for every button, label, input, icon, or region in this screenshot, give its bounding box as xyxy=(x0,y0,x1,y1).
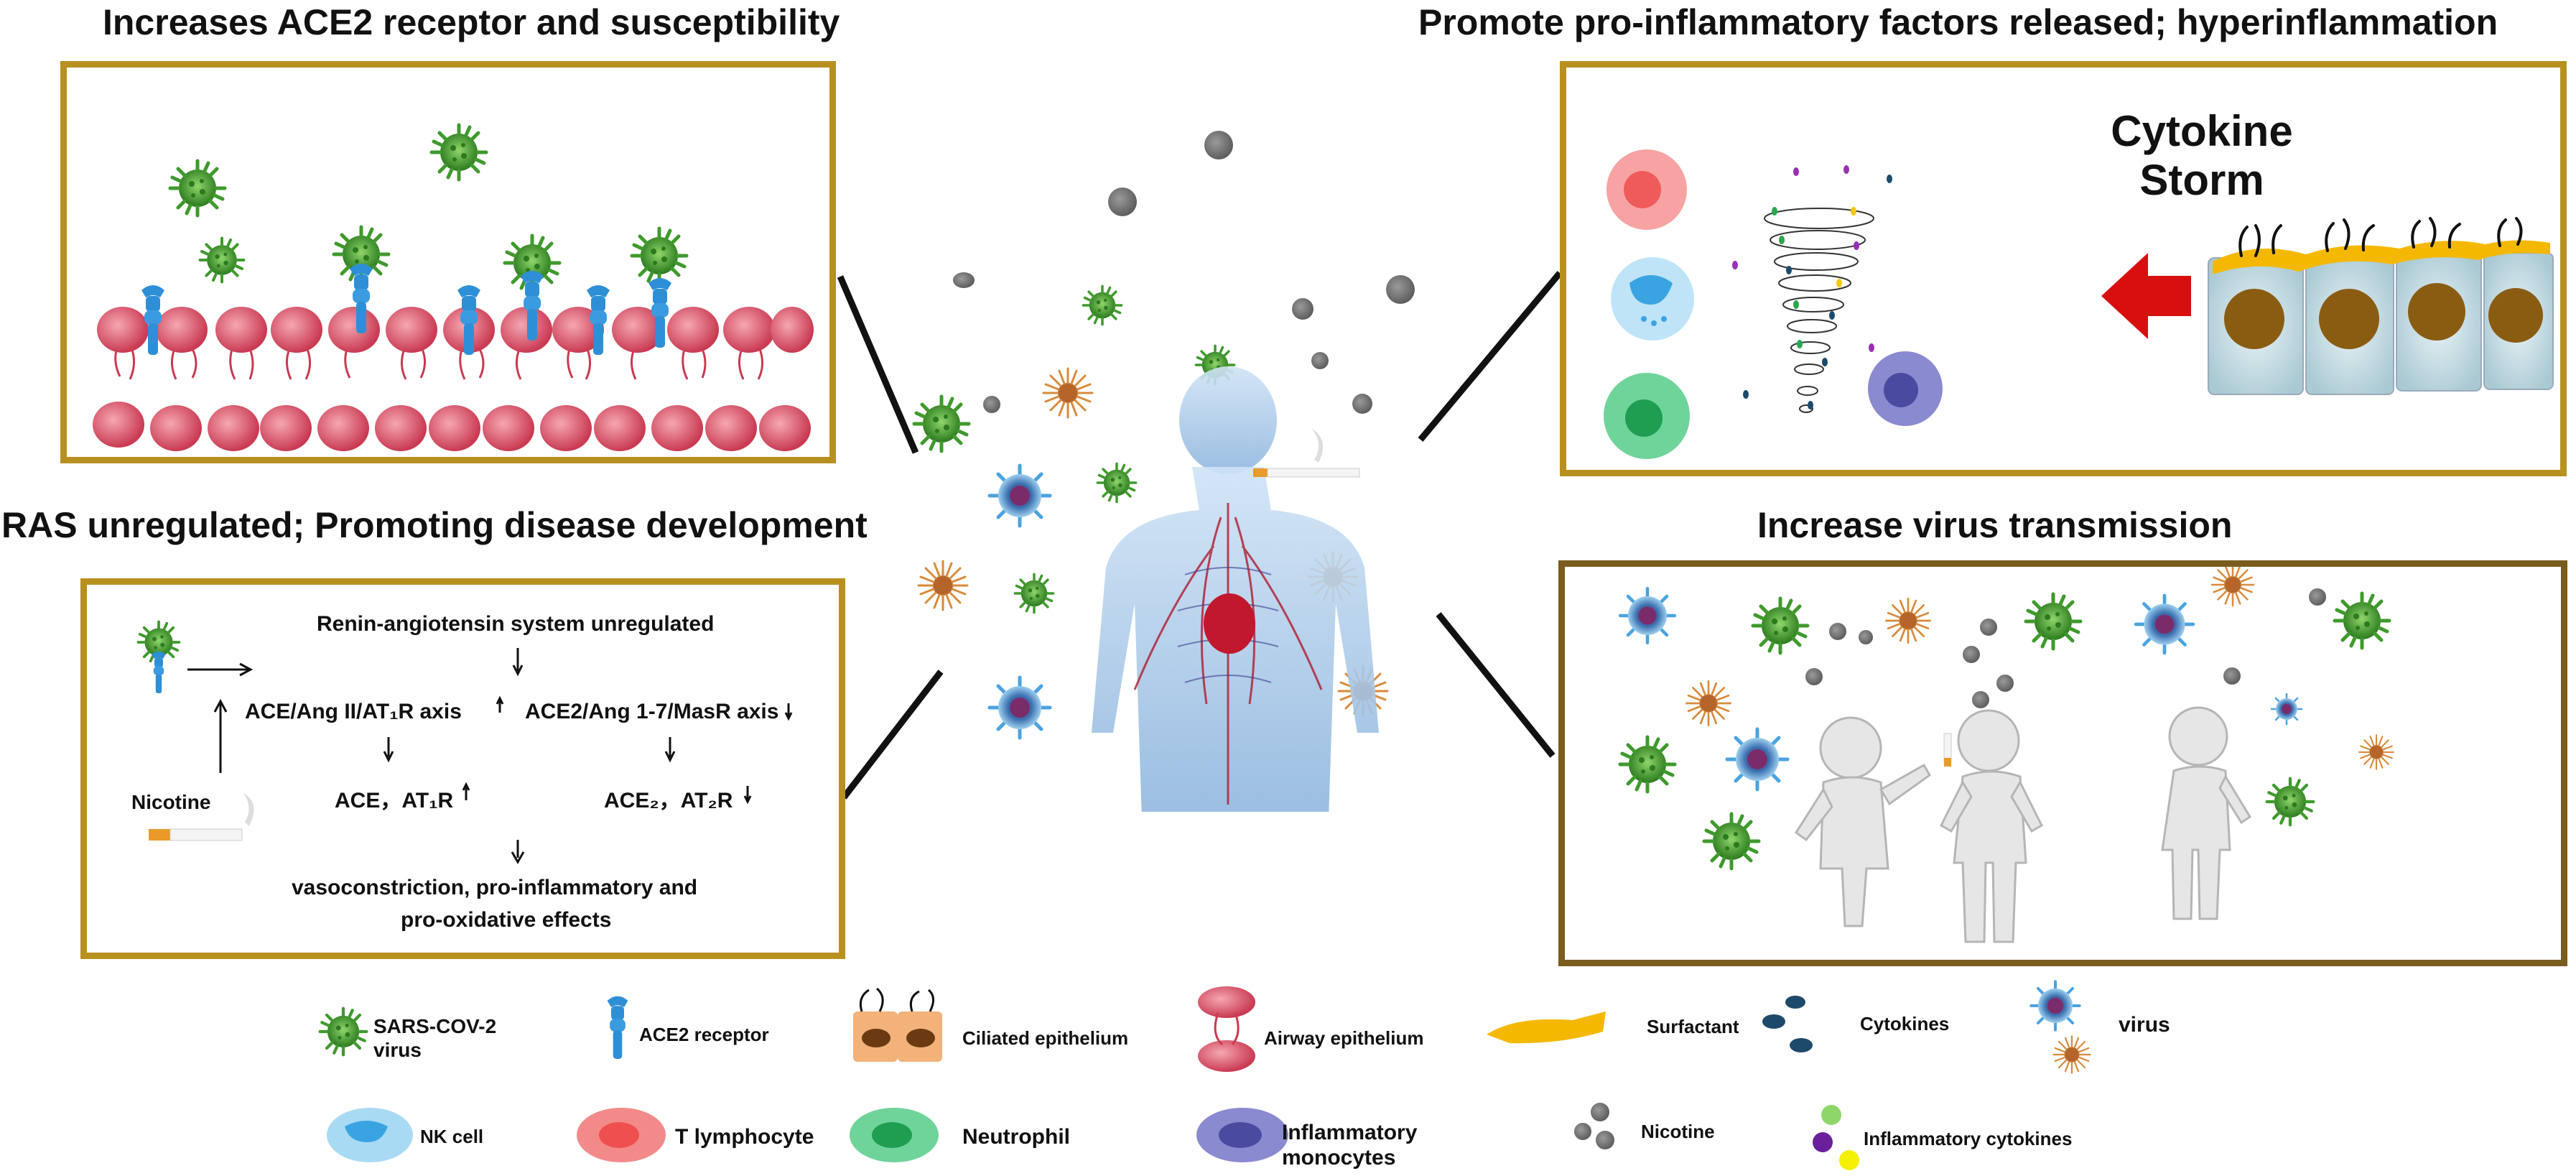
virus-particles xyxy=(170,125,687,290)
lipid-tails xyxy=(114,347,763,380)
upper-lipid-heads xyxy=(97,307,814,353)
panel-ace2-membrane xyxy=(60,61,836,463)
legend-nk-label: NK cell xyxy=(420,1126,484,1147)
ras-axis-ace: ACE/Ang II/AT₁R axis xyxy=(245,700,462,723)
legend-airway-icon xyxy=(1198,986,1255,1072)
transmission-cigarette xyxy=(1943,733,1952,767)
ras-diagram-arrows xyxy=(136,620,793,865)
legend-surfactant-label: Surfactant xyxy=(1647,1016,1739,1037)
human-figures xyxy=(1794,706,2252,943)
transmission-nicotine-particles xyxy=(1805,588,2326,708)
human-body xyxy=(1092,366,1379,812)
central-nicotine-particles xyxy=(953,131,1415,414)
ras-ace2-at2r: ACE₂，AT₂R xyxy=(604,789,733,812)
cytokine-storm-line1: Cytokine xyxy=(2111,107,2293,155)
monocyte-cell xyxy=(1868,351,1943,426)
panel-cytokine-storm: Cytokine Storm xyxy=(1560,61,2567,476)
panel-ras-unregulated: Renin-angiotensin system unregulated ACE… xyxy=(80,578,845,959)
ras-ace-at1r: ACE，AT₁R xyxy=(335,789,454,812)
legend-ace2-label: ACE2 receptor xyxy=(639,1024,769,1045)
legend-icons xyxy=(0,968,2091,1170)
legend-nk-icon xyxy=(327,1108,413,1162)
legend-inflam-cytokines-icon xyxy=(1813,1105,1859,1170)
neutrophil-cell xyxy=(1604,373,1690,459)
cytokine-storm-line2: Storm xyxy=(2139,156,2264,204)
lower-lipid-heads xyxy=(93,402,811,451)
legend-cytokines-icon xyxy=(1762,996,1813,1052)
ras-title: Renin-angiotensin system unregulated xyxy=(317,612,715,636)
cytokine-storm-title: Cytokine Storm xyxy=(2080,107,2324,205)
legend-cytokines-label: Cytokines xyxy=(1860,1013,1950,1034)
ciliated-epithelium-cells xyxy=(2208,217,2554,395)
ras-cigarette xyxy=(149,793,254,841)
ras-nicotine-label: Nicotine xyxy=(131,791,211,813)
legend-monocytes-label-1: Inflammatory xyxy=(1282,1121,1418,1144)
heading-virus-transmission: Increase virus transmission xyxy=(1757,505,2233,545)
legend-surfactant-icon xyxy=(1487,1011,1606,1044)
legend-monocytes-label-2: monocytes xyxy=(1282,1146,1396,1170)
membrane-illustration xyxy=(93,68,814,451)
central-cigarette xyxy=(1253,428,1360,478)
cytokine-storm-illustration xyxy=(1604,149,2554,459)
release-arrow xyxy=(2101,253,2191,339)
legend-t-lymph-label: T lymphocyte xyxy=(675,1125,814,1149)
heading-hyperinflammation: Promote pro-inflammatory factors release… xyxy=(1418,2,2498,42)
heading-ace2-susceptibility: Increases ACE2 receptor and susceptibili… xyxy=(103,2,840,42)
legend-neutrophil-icon xyxy=(850,1108,939,1162)
legend-nicotine-icon xyxy=(1574,1103,1614,1149)
legend-t-lymph-icon xyxy=(577,1108,666,1162)
t-lymphocyte-cell xyxy=(1606,149,1687,230)
legend-airway-label: Airway epithelium xyxy=(1264,1027,1424,1049)
legend-ciliated-icon xyxy=(853,987,942,1062)
tornado-spiral xyxy=(1764,208,1874,413)
legend-monocyte-icon xyxy=(1196,1108,1288,1162)
nk-cell xyxy=(1611,257,1694,341)
legend-sars-label-2: virus xyxy=(373,1039,422,1061)
cytokine-particles xyxy=(1732,165,1892,409)
legend-sars-label: SARS-COV-2 xyxy=(373,1015,497,1037)
legend-inflam-cytokines-label: Inflammatory cytokines xyxy=(1864,1128,2073,1149)
legend-virus-label: virus xyxy=(2119,1013,2170,1037)
ras-effects-line2: pro-oxidative effects xyxy=(401,908,612,932)
transmission-illustration xyxy=(1565,562,2394,943)
central-illustration xyxy=(912,131,1415,812)
heading-ras-unregulated: RAS unregulated; Promoting disease devel… xyxy=(1,505,868,545)
legend-nicotine-label: Nicotine xyxy=(1641,1121,1715,1142)
legend-neutrophil-label: Neutrophil xyxy=(962,1125,1070,1149)
ras-effects-line1: vasoconstriction, pro-inflammatory and xyxy=(292,876,698,899)
panel-virus-transmission xyxy=(1558,560,2567,966)
ras-axis-ace2: ACE2/Ang 1-7/MasR axis xyxy=(525,700,779,723)
legend-ciliated-label: Ciliated epithelium xyxy=(962,1027,1129,1049)
